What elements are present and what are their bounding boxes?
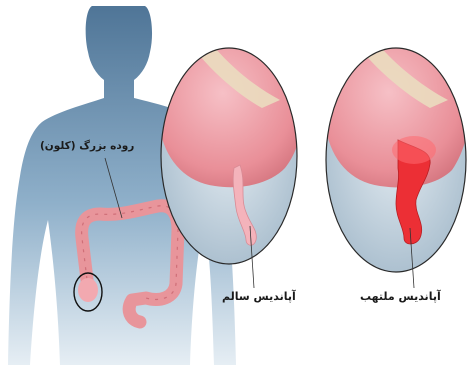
caecum-wall-inflamed xyxy=(322,29,470,187)
inflammation-glow xyxy=(392,136,436,164)
colon-label: روده بزرگ (کلون) xyxy=(40,140,134,152)
inflamed-appendix-label: آپاندیس ملتهب xyxy=(360,290,441,303)
caecum xyxy=(78,278,98,302)
caecum-wall-healthy xyxy=(156,30,304,187)
lens-inflamed xyxy=(322,22,470,272)
lens-healthy xyxy=(156,22,304,264)
healthy-appendix-label: آپاندیس سالم xyxy=(222,290,296,303)
